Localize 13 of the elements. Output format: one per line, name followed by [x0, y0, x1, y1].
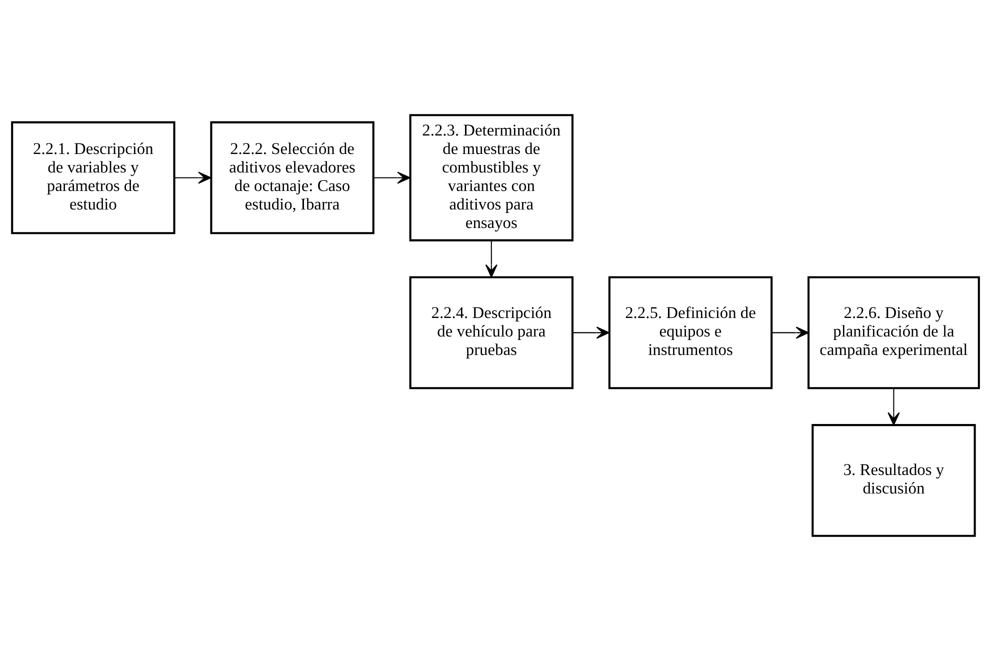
arrow	[888, 388, 900, 426]
node-box: 3. Resultados y discusión	[812, 424, 976, 537]
arrow	[772, 326, 810, 339]
node-box: 2.2.2. Selección de aditivos elevadores de octanaje: Caso estudio, Ibarra	[210, 121, 374, 234]
arrow	[485, 240, 498, 278]
node-box: 2.2.4. Descripción de vehículo para pruebas	[409, 276, 574, 390]
arrow	[374, 172, 410, 184]
arrow	[174, 172, 212, 184]
node-box: 2.2.1. Descripción de variables y parámetros de estudio	[11, 121, 176, 234]
node-box: 2.2.5. Definición de equipos e instrumentos	[608, 276, 773, 390]
node-box: 2.2.6. Diseño y planificación de la campaña experimental	[808, 276, 980, 390]
arrow	[572, 326, 610, 339]
node-box: 2.2.3. Determinación de muestras de combustibles y variantes con aditivos para ensayos	[409, 114, 574, 242]
